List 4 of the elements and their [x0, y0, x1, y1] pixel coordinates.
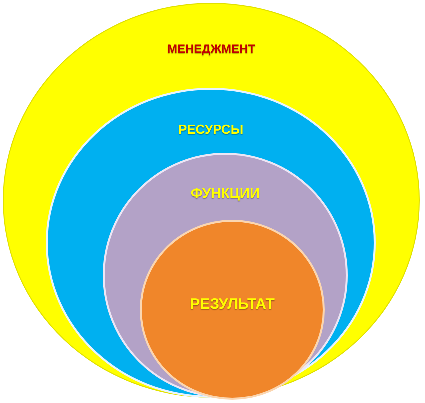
ellipse-label: ФУНКЦИИ — [190, 184, 260, 203]
ellipse-label: РЕЗУЛЬТАТ — [190, 295, 275, 315]
ellipse-label: РЕСУРСЫ — [178, 121, 244, 139]
ellipse-label: МЕНЕДЖМЕНТ — [167, 41, 256, 58]
